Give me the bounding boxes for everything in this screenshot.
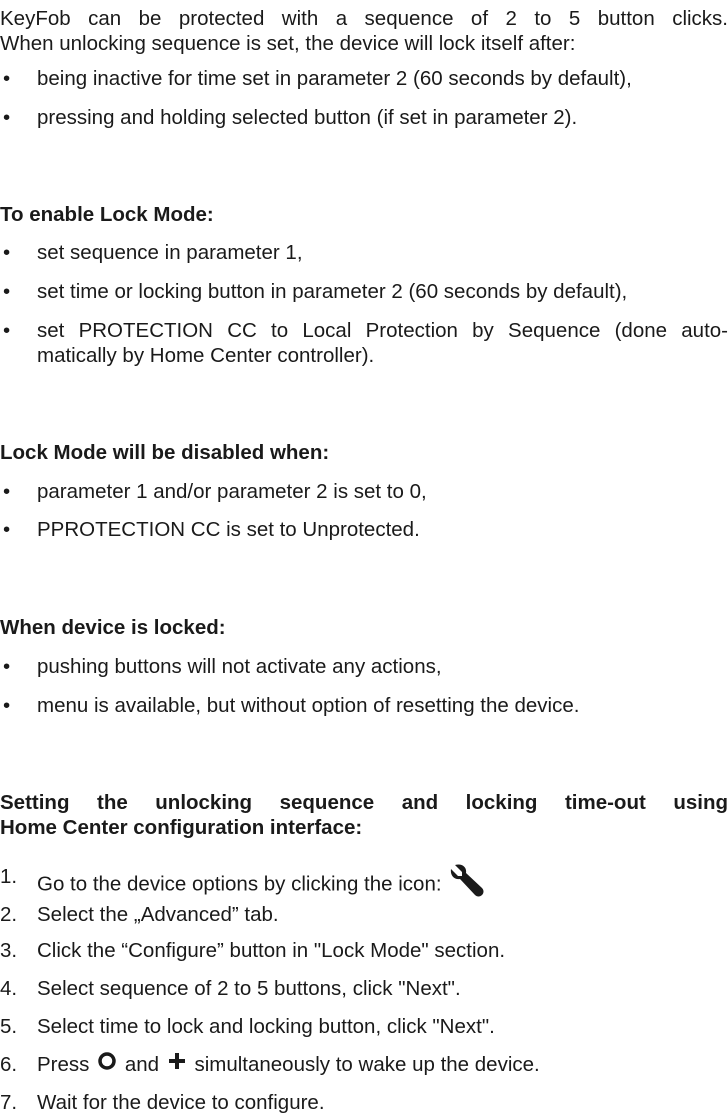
section-heading: When device is locked: [0,616,226,639]
list-item-text: set time or locking button in parameter … [37,280,628,303]
step-number: 2. [0,903,18,926]
step-item: 3. Click the “Configure” button in "Lock… [0,938,728,963]
list-item-text: parameter 1 and/or parameter 2 is set to… [37,480,427,503]
section-heading: Setting the unlocking sequence and locki… [0,790,728,840]
step-item: 5. Select time to lock and locking butto… [0,1014,728,1039]
list-item: • parameter 1 and/or parameter 2 is set … [0,479,728,504]
step-number: 3. [0,939,18,962]
list-item: • PPROTECTION CC is set to Unprotected. [0,517,728,542]
intro-line-1: KeyFob can be protected with a sequence … [0,7,728,30]
step-text-post: simultaneously to wake up the device. [194,1053,540,1076]
bullet-marker: • [3,241,11,264]
list-item-text: being inactive for time set in parameter… [37,67,632,90]
step-number: 4. [0,977,18,1000]
list-item: • pressing and holding selected button (… [0,105,728,130]
list-item: • menu is available, but without option … [0,693,728,718]
step-number: 5. [0,1015,18,1038]
circle-button-icon [97,1051,117,1077]
step-item: 4. Select sequence of 2 to 5 buttons, cl… [0,976,728,1001]
list-item-text: pressing and holding selected button (if… [37,106,578,129]
step-item: 6. Press and simultaneously to wake up t… [0,1051,728,1079]
step-text-pre: Press [37,1053,90,1076]
section-heading: To enable Lock Mode: [0,203,214,226]
bullet-marker: • [3,280,11,303]
list-item: • set time or locking button in paramete… [0,279,728,304]
step-number: 6. [0,1053,18,1076]
step-text: Go to the device options by clicking the… [37,872,442,896]
bullet-marker: • [3,518,11,541]
bullet-marker: • [3,319,11,342]
step-item: 1. Go to the device options by clicking … [0,864,728,906]
step-text: Select sequence of 2 to 5 buttons, click… [37,977,461,1000]
step-number: 1. [0,865,18,888]
list-item: • pushing buttons will not activate any … [0,654,728,679]
bullet-marker: • [3,655,11,678]
list-item: • set sequence in parameter 1, [0,240,728,265]
bullet-marker: • [3,67,11,90]
step-text-mid: and [124,1053,160,1076]
step-item: 7. Wait for the device to configure. [0,1090,728,1115]
step-item: 2. Select the „Advanced” tab. [0,902,728,927]
bullet-marker: • [3,480,11,503]
section-heading: Lock Mode will be disabled when: [0,441,330,464]
step-text-container: Go to the device options by clicking the… [37,864,728,906]
bullet-marker: • [3,106,11,129]
step-text: Select time to lock and locking button, … [37,1015,495,1038]
list-item-text-line-1: set PROTECTION CC to Local Protection by… [37,319,728,342]
list-item-text: menu is available, but without option of… [37,694,580,717]
step-text-container: Press and simultaneously to wake up the … [37,1051,728,1079]
list-item-text-line-2: matically by Home Center controller). [37,344,375,367]
intro-paragraph: KeyFob can be protected with a sequence … [0,6,728,56]
wrench-icon [450,862,486,904]
step-text: Click the “Configure” button in "Lock Mo… [37,939,506,962]
intro-line-2: When unlocking sequence is set, the devi… [0,32,576,55]
list-item: • set PROTECTION CC to Local Protection … [0,318,728,368]
section-heading-line-1: Setting the unlocking sequence and locki… [0,791,728,814]
list-item-text: PPROTECTION CC is set to Unprotected. [37,518,420,541]
plus-button-icon [167,1051,187,1077]
bullet-marker: • [3,694,11,717]
step-number: 7. [0,1091,18,1114]
list-item: • being inactive for time set in paramet… [0,66,728,91]
step-text: Wait for the device to configure. [37,1091,325,1114]
step-text: Select the „Advanced” tab. [37,903,279,926]
section-heading-line-2: Home Center configuration interface: [0,816,363,839]
list-item-text: set sequence in parameter 1, [37,241,303,264]
list-item-text: pushing buttons will not activate any ac… [37,655,442,678]
